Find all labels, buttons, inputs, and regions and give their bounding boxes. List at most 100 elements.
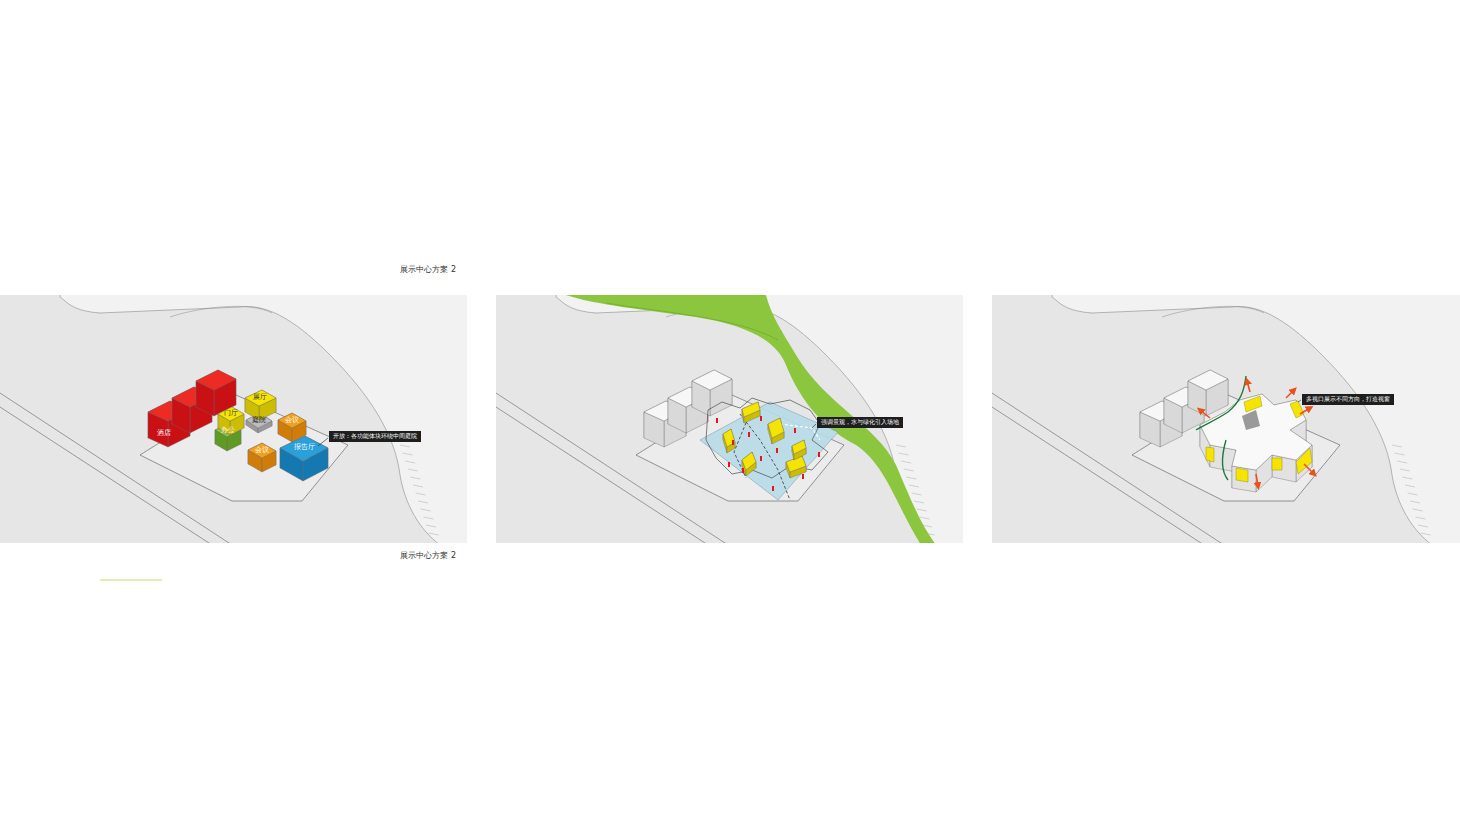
meeting-label: 会议 <box>284 417 300 424</box>
node-text: 报告厅 <box>294 444 315 451</box>
slope-hatch <box>899 453 909 455</box>
circulation-path <box>734 414 790 500</box>
node-text: 办公 <box>221 427 235 434</box>
slope-hatch <box>1415 517 1425 519</box>
courtyard-void <box>1242 410 1260 430</box>
leader-line <box>318 438 328 446</box>
green-landscape <box>566 295 936 543</box>
column-marker <box>776 448 778 453</box>
auditorium-label: 报告厅 <box>293 444 316 451</box>
hall-label: 展厅 <box>252 394 268 401</box>
function-block-top <box>245 390 276 406</box>
view-arrow <box>1304 464 1314 474</box>
contour <box>1162 306 1264 317</box>
view-arrow <box>1300 408 1310 414</box>
column-marker <box>728 462 730 467</box>
slope-hatch <box>400 445 410 447</box>
leader-line <box>812 424 816 428</box>
yellow-fin-top <box>768 418 784 438</box>
yellow-fin-top <box>723 429 735 447</box>
slope-hatch <box>896 445 906 447</box>
leader-line <box>1298 400 1301 402</box>
slope-hatch <box>1400 469 1410 471</box>
slope-hatch <box>416 493 426 495</box>
column-marker <box>742 468 744 473</box>
hotel-block-top <box>692 370 732 390</box>
slope-hatch <box>906 477 916 479</box>
mark-line <box>100 579 162 580</box>
slope-hatch <box>1397 461 1407 463</box>
slope-hatch <box>1395 453 1405 455</box>
callout-box: 多视口展示不同方向，打造视窗 <box>1302 394 1394 405</box>
node-text: 酒店 <box>157 430 171 437</box>
node-text: 开放：各功能体块环绕中间庭院 <box>333 433 417 440</box>
hotel-block-top <box>196 370 236 390</box>
slope-hatch <box>405 461 415 463</box>
slope-hatch <box>904 469 914 471</box>
slope-hatch <box>1418 525 1428 527</box>
view-window <box>1272 458 1282 470</box>
slope-hatch <box>912 493 922 495</box>
site-boundary <box>636 395 844 501</box>
roof-outline <box>706 398 828 478</box>
slope-hatch <box>426 525 436 527</box>
terrain <box>556 295 963 543</box>
hotel-block-top <box>1188 370 1228 390</box>
node-text: 会议 <box>255 447 269 454</box>
column-marker <box>818 452 820 457</box>
node-text: 展厅 <box>253 394 267 401</box>
slope-hatch <box>917 509 927 511</box>
slope-hatch <box>1408 493 1418 495</box>
column-marker <box>760 456 762 461</box>
meeting-label: 会议 <box>254 447 270 454</box>
slope-hatch <box>901 461 911 463</box>
landscape-axis <box>1196 376 1246 480</box>
slope-hatch <box>403 453 413 455</box>
view-window <box>1236 468 1248 482</box>
column-marker <box>748 432 750 437</box>
column-marker <box>794 428 796 433</box>
node-text: 多视口展示不同方向，打造视窗 <box>1306 396 1390 403</box>
terrain <box>1052 295 1460 543</box>
terrain <box>60 295 467 543</box>
function-block-top <box>248 443 276 458</box>
slope-hatch <box>1402 477 1412 479</box>
slope-hatch <box>1405 485 1415 487</box>
slope-hatch <box>410 477 420 479</box>
view-arrow <box>1200 410 1210 418</box>
callout-box: 强调景观，水与绿化引入场地 <box>817 417 903 428</box>
display-center-top <box>1200 394 1312 470</box>
slope-hatch <box>408 469 418 471</box>
yellow-fin-top <box>742 452 756 470</box>
massing-3 <box>1140 370 1314 492</box>
sheet-title: 展示中心方案 2 <box>400 264 456 275</box>
column-marker <box>760 416 762 421</box>
function-block-top <box>218 407 244 421</box>
hotel-label: 酒店 <box>156 430 172 437</box>
site-panel <box>0 295 467 543</box>
slope-hatch <box>423 517 433 519</box>
view-arrow <box>1286 390 1294 398</box>
column-marker <box>716 418 718 423</box>
view-window <box>1206 447 1214 462</box>
slope-hatch <box>429 533 439 535</box>
slope-hatch <box>418 501 428 503</box>
node-text: 庭院 <box>252 417 266 424</box>
view-path <box>780 424 820 440</box>
callout-box: 开放：各功能体块环绕中间庭院 <box>329 431 421 442</box>
node-text: 强调景观，水与绿化引入场地 <box>821 419 899 426</box>
site-panel <box>992 295 1460 543</box>
yellow-fin-top <box>792 440 806 454</box>
column-marker <box>802 474 804 479</box>
function-block-top <box>278 413 306 428</box>
massing-1 <box>148 370 328 481</box>
lobby-label: 门厅 <box>223 410 239 417</box>
contour <box>170 306 272 317</box>
slope-hatch <box>919 517 929 519</box>
courtyard-label: 庭院 <box>251 417 267 424</box>
view-arrow <box>1247 381 1250 392</box>
contour <box>606 303 778 340</box>
massing-2 <box>644 370 838 500</box>
